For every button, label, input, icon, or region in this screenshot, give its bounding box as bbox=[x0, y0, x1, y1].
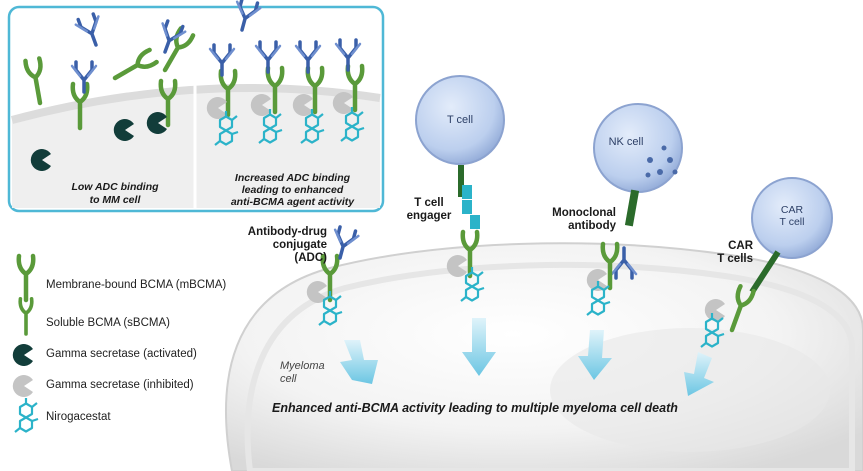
label-car-t-cells: CAR T cells bbox=[717, 240, 753, 265]
bottom-caption: Enhanced anti-BCMA activity leading to m… bbox=[272, 401, 678, 415]
label-adc: Antibody-drug conjugate (ADC) bbox=[247, 226, 327, 264]
arrow-car bbox=[684, 352, 714, 396]
arrow-tce bbox=[462, 318, 496, 376]
nk-cell-label: NK cell bbox=[608, 136, 644, 148]
legend-gamma-secretase-activated: Gamma secretase (activated) bbox=[46, 348, 197, 360]
myeloma-cell-label: Myeloma cell bbox=[280, 360, 325, 385]
arrow-mab bbox=[578, 330, 612, 380]
inset-left-caption: Low ADC binding to MM cell bbox=[71, 181, 159, 206]
car-t-cell-label: CAR T cell bbox=[779, 204, 805, 228]
t-cell bbox=[415, 75, 505, 165]
legend-nirogacestat: Nirogacestat bbox=[46, 411, 111, 423]
legend-gamma-secretase-inhibited: Gamma secretase (inhibited) bbox=[46, 379, 194, 391]
legend-membrane-bound-bcma: Membrane-bound BCMA (mBCMA) bbox=[46, 279, 227, 291]
nk-cell bbox=[593, 103, 683, 193]
t-cell-label: T cell bbox=[446, 114, 474, 126]
arrow-adc bbox=[340, 340, 378, 384]
label-monoclonal-antibody: Monoclonal antibody bbox=[552, 207, 616, 232]
legend-soluble-bcma: Soluble BCMA (sBCMA) bbox=[46, 317, 170, 329]
inset-right-caption: Increased ADC binding leading to enhance… bbox=[230, 172, 355, 208]
label-t-cell-engager: T cell engager bbox=[406, 197, 452, 222]
car-t-cell bbox=[751, 177, 833, 259]
